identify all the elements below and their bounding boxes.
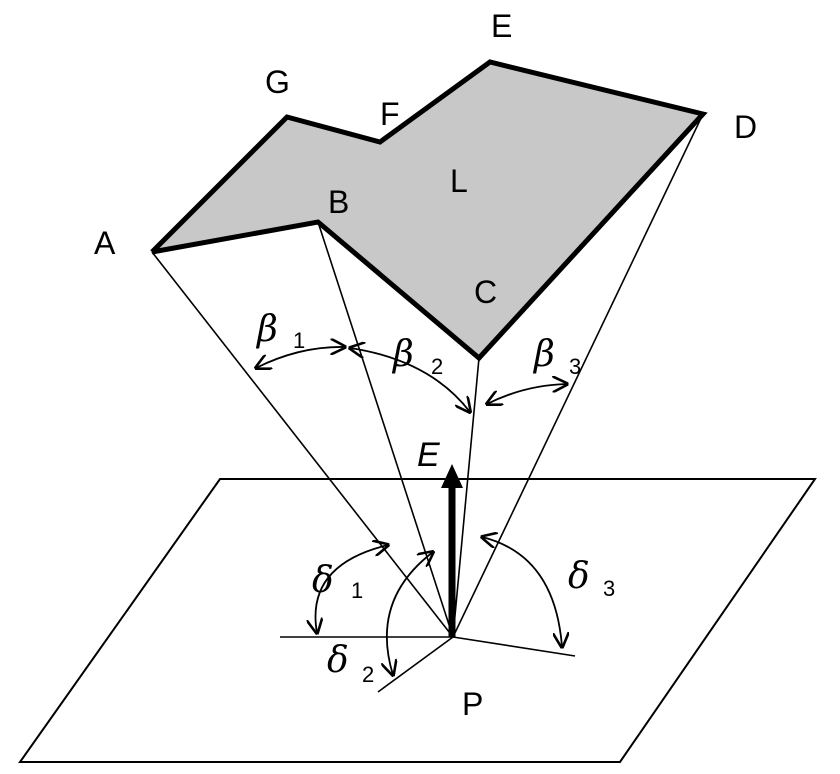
beta-3-arc xyxy=(487,384,567,404)
ray-P-A xyxy=(151,251,454,638)
label-E-point: E xyxy=(491,8,512,44)
beta-3-index: 3 xyxy=(569,354,581,379)
beta-2-index: 2 xyxy=(431,354,443,379)
delta-2-index: 2 xyxy=(362,662,374,687)
delta-2-symbol: δ xyxy=(327,640,349,681)
label-F: F xyxy=(380,96,400,132)
beta-1-arc xyxy=(256,347,345,368)
delta-2-arc xyxy=(387,552,433,675)
label-C: C xyxy=(474,274,497,310)
ray-P-C xyxy=(452,357,480,638)
label-A: A xyxy=(94,225,116,261)
delta-3-arc xyxy=(482,537,562,647)
label-G: G xyxy=(265,64,290,100)
beta-1-index: 1 xyxy=(293,328,305,353)
projection-D xyxy=(452,636,576,657)
surface-L xyxy=(152,62,703,358)
label-P: P xyxy=(462,686,483,722)
delta-1-symbol: δ xyxy=(312,560,334,601)
ground-plane xyxy=(18,478,817,763)
delta-1-index: 1 xyxy=(351,578,363,603)
delta-3-index: 3 xyxy=(603,576,615,601)
label-B: B xyxy=(328,184,349,220)
label-L: L xyxy=(450,163,468,199)
label-D: D xyxy=(734,109,757,145)
surface-boundary xyxy=(150,59,708,362)
beta-3-symbol: β xyxy=(532,334,555,375)
beta-2-arc xyxy=(350,348,470,412)
beta-2-symbol: β xyxy=(391,334,414,375)
beta-1-symbol: β xyxy=(255,309,278,350)
delta-1-arc xyxy=(315,545,388,633)
field-vector-head xyxy=(441,464,463,488)
delta-3-symbol: δ xyxy=(568,556,590,597)
label-field-vector: E xyxy=(417,436,440,474)
